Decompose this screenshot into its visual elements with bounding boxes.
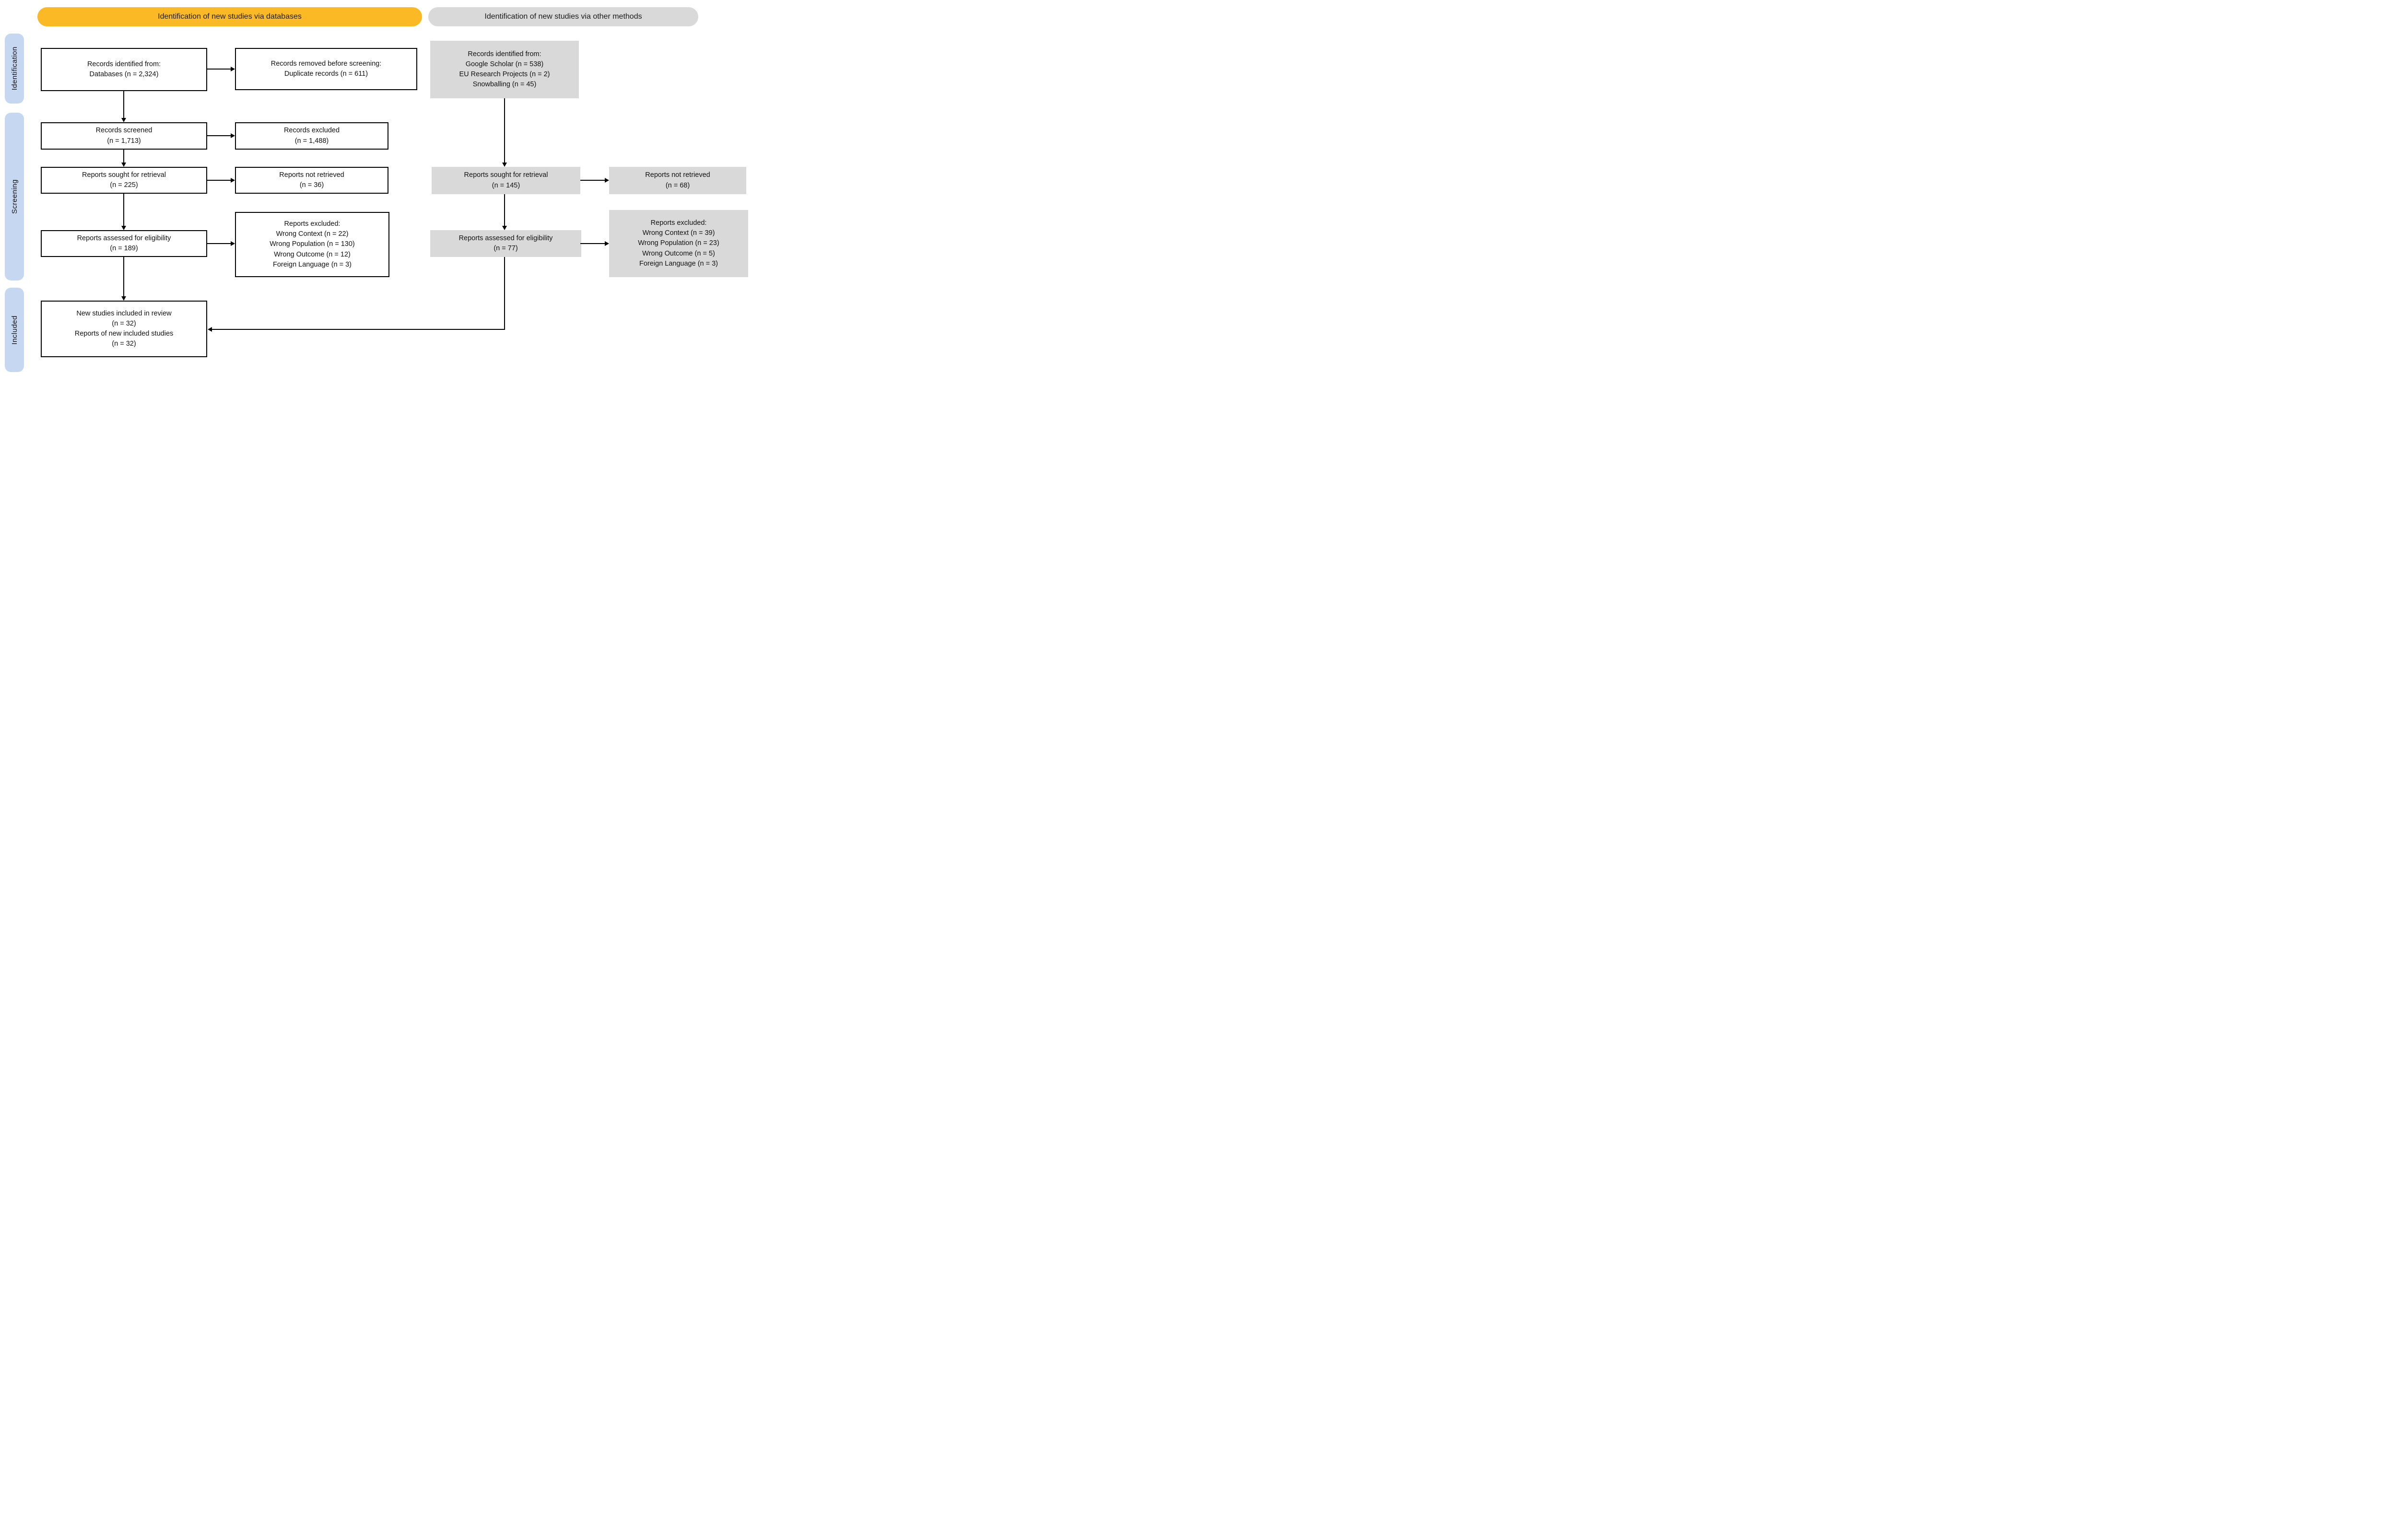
box-records-identified-databases: Records identified from: Databases (n = … (41, 48, 207, 91)
box-reports-excluded-databases: Reports excluded: Wrong Context (n = 22)… (235, 212, 389, 277)
box-reports-not-retrieved-databases: Reports not retrieved (n = 36) (235, 167, 388, 194)
header-other-methods: Identification of new studies via other … (428, 7, 698, 26)
box-reports-excluded-other: Reports excluded: Wrong Context (n = 39)… (609, 210, 748, 277)
box-reports-sought-other: Reports sought for retrieval (n = 145) (432, 167, 580, 194)
box-new-studies-included: New studies included in review (n = 32) … (41, 301, 207, 357)
stage-screening: Screening (5, 113, 24, 280)
stage-identification-label: Identification (10, 47, 19, 91)
box-reports-not-retrieved-other: Reports not retrieved (n = 68) (609, 167, 746, 194)
box-records-identified-other: Records identified from: Google Scholar … (430, 41, 579, 98)
box-records-excluded: Records excluded (n = 1,488) (235, 122, 388, 150)
stage-identification: Identification (5, 34, 24, 104)
box-reports-assessed-databases: Reports assessed for eligibility (n = 18… (41, 230, 207, 257)
box-reports-sought-databases: Reports sought for retrieval (n = 225) (41, 167, 207, 194)
header-databases: Identification of new studies via databa… (37, 7, 422, 26)
box-reports-assessed-other: Reports assessed for eligibility (n = 77… (430, 230, 581, 257)
box-records-removed-before-screening: Records removed before screening: Duplic… (235, 48, 417, 90)
prisma-flow-diagram: Identification of new studies via databa… (0, 0, 752, 377)
box-records-screened: Records screened (n = 1,713) (41, 122, 207, 150)
stage-screening-label: Screening (10, 179, 19, 214)
stage-included: Included (5, 288, 24, 372)
stage-included-label: Included (10, 315, 19, 345)
